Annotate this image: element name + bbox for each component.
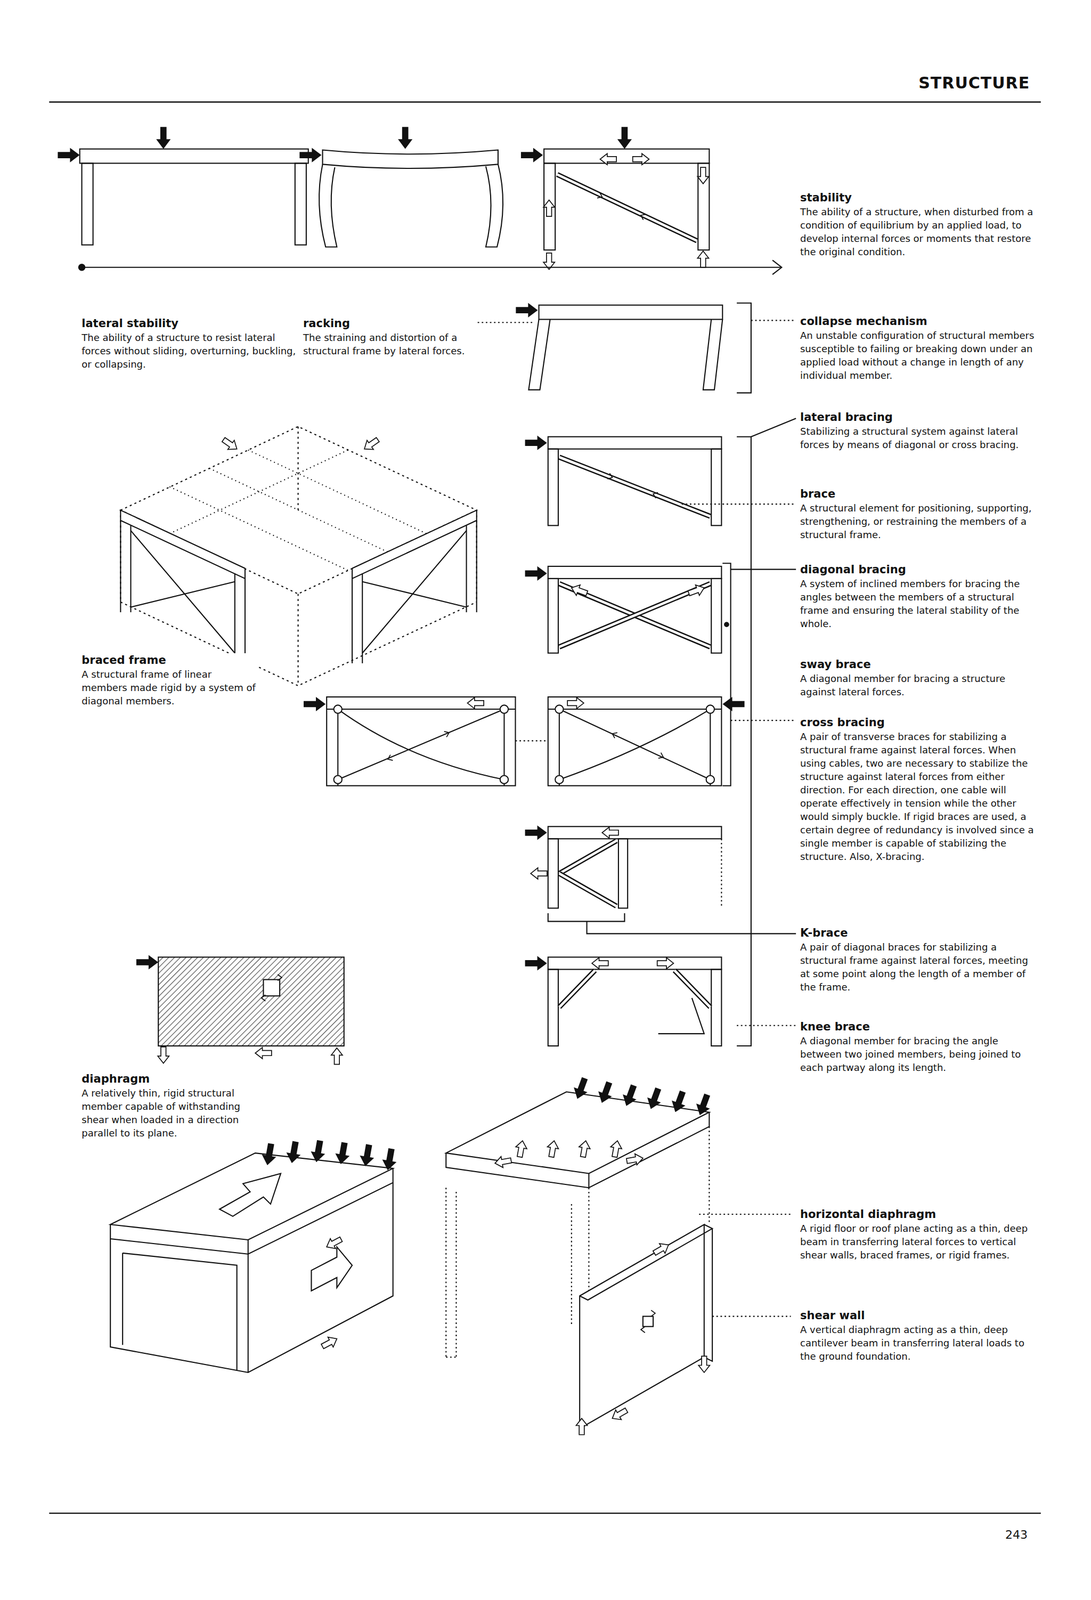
term-definition: A rigid floor or roof plane acting as a …	[800, 1221, 1040, 1262]
lateral-bracing-frames	[304, 418, 796, 1046]
term-definition: A system of inclined members for bracing…	[800, 576, 1040, 631]
running-heading: STRUCTURE	[918, 73, 1030, 93]
term-definition: A pair of diagonal braces for stabilizin…	[800, 940, 1040, 994]
horizontal-diaphragm-box	[110, 1140, 398, 1373]
term-definition: A structural frame of linear members mad…	[81, 667, 258, 708]
term-heading: knee brace	[800, 1019, 1040, 1034]
term-heading: horizontal diaphragm	[800, 1207, 1040, 1221]
term-definition: A vertical diaphragm acting as a thin, d…	[800, 1322, 1040, 1363]
shear-wall-exploded	[445, 1076, 791, 1435]
term-heading: collapse mechanism	[800, 314, 1040, 329]
term-heading: stability	[800, 190, 1040, 205]
term-heading: brace	[800, 486, 1040, 501]
page-rules	[49, 102, 1041, 1514]
term-heading: lateral bracing	[800, 410, 1040, 425]
term-heading: K-brace	[800, 925, 1040, 940]
term-heading: sway brace	[800, 657, 1040, 672]
term-heading: diagonal bracing	[800, 562, 1040, 577]
braced-frame-isometric	[120, 426, 477, 686]
term-definition: The ability of a structure to resist lat…	[81, 330, 301, 371]
term-definition: The straining and distortion of a struct…	[303, 330, 477, 358]
stability-frames	[58, 127, 783, 275]
term-heading: cross bracing	[800, 715, 1040, 730]
term-definition: The ability of a structure, when disturb…	[800, 205, 1040, 259]
term-definition: A structural element for positioning, su…	[800, 501, 1040, 542]
term-heading: shear wall	[800, 1308, 1040, 1323]
term-heading: braced frame	[81, 653, 258, 667]
term-definition: An unstable configuration of structural …	[800, 328, 1040, 382]
term-definition: A relatively thin, rigid structural memb…	[81, 1086, 260, 1140]
page-number: 243	[1005, 1527, 1028, 1542]
term-definition: A pair of transverse braces for stabiliz…	[800, 729, 1040, 863]
term-definition: A diagonal member for bracing a structur…	[800, 671, 1040, 699]
term-definition: Stabilizing a structural system against …	[800, 424, 1040, 452]
term-heading: diaphragm	[81, 1071, 260, 1086]
diaphragm-panel	[136, 956, 345, 1065]
term-heading: racking	[303, 316, 477, 331]
term-definition: A diagonal member for bracing the angle …	[800, 1033, 1040, 1074]
term-heading: lateral stability	[81, 316, 301, 331]
